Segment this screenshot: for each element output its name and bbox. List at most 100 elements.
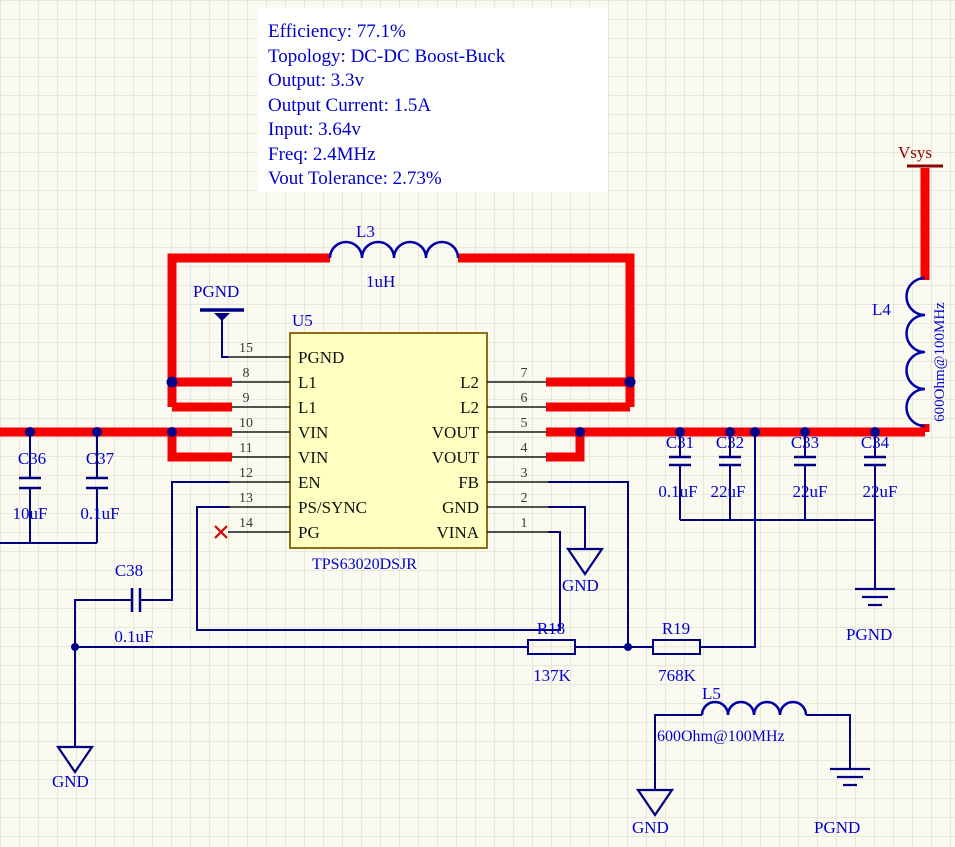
junction-dot: [725, 427, 735, 437]
inductor-l4[interactable]: L4 600Ohm@100MHz: [872, 276, 948, 428]
capacitor-value: 22uF: [793, 482, 828, 501]
capacitor-c36[interactable]: C36 10uF: [13, 449, 48, 523]
pin-name: GND: [442, 498, 479, 517]
junction-dot: [750, 427, 760, 437]
capacitor-c32[interactable]: C32 22uF: [711, 433, 746, 501]
capacitor-value: 0.1uF: [658, 482, 697, 501]
power-trace-l1-loop[interactable]: [167, 253, 330, 407]
pgnd-port-l5[interactable]: PGND: [814, 767, 870, 837]
inductor-coil: [328, 240, 460, 259]
note-line: Vout Tolerance: 2.73%: [268, 168, 442, 189]
net-label: Vsys: [898, 143, 932, 162]
resistor-value: 768K: [658, 666, 697, 685]
pin-number: 1: [521, 516, 528, 531]
net-label: GND: [52, 772, 89, 791]
note-line: Topology: DC-DC Boost-Buck: [268, 46, 506, 67]
junction-dot: [624, 376, 636, 388]
pin-number: 3: [521, 466, 528, 481]
gnd-port-l5[interactable]: GND: [632, 788, 675, 837]
junction-dot: [25, 427, 35, 437]
pin-name: VOUT: [432, 423, 480, 442]
pin-name: L2: [460, 398, 479, 417]
pin-name: VIN: [298, 423, 328, 442]
notes-block[interactable]: Efficiency: 77.1% Topology: DC-DC Boost-…: [258, 8, 608, 192]
capacitor-plates: [794, 455, 816, 467]
wire-pin2-gnd[interactable]: [548, 506, 586, 549]
wire-output-cap-return[interactable]: [680, 519, 876, 589]
gnd-triangle-icon: [635, 788, 675, 817]
pgnd-tick-icon: [214, 313, 230, 321]
resistor-r19[interactable]: R19 768K: [652, 619, 701, 685]
inductor-l3[interactable]: L3 1uH: [328, 222, 460, 291]
wire-c38-gnd[interactable]: [74, 599, 131, 747]
pin-name: L1: [298, 398, 317, 417]
power-trace-pin11[interactable]: [167, 432, 232, 462]
pin-number: 11: [239, 441, 252, 456]
pgnd-port-right[interactable]: PGND: [846, 587, 895, 644]
inductor-coil: [905, 276, 926, 428]
pin-number: 6: [521, 391, 528, 406]
power-wires: [0, 168, 930, 462]
wire-l5-gnd[interactable]: [654, 714, 702, 790]
ic-u5[interactable]: 15 8 9 10 11 12 13 14 7 6 5 4 3 2 1 PGND…: [228, 311, 550, 573]
pin-number: 12: [239, 466, 253, 481]
capacitor-c38[interactable]: C38 0.1uF: [114, 561, 153, 646]
ic-part-number: TPS63020DSJR: [312, 556, 417, 573]
resistor-designator: R19: [662, 619, 690, 638]
capacitor-c33[interactable]: C33 22uF: [791, 433, 828, 501]
junction-dot: [167, 427, 177, 437]
note-line: Efficiency: 77.1%: [268, 21, 406, 42]
pin-name: PS/SYNC: [298, 498, 367, 517]
junction-dot: [92, 427, 102, 437]
wire-pgnd-pin15[interactable]: [221, 316, 228, 358]
capacitor-plates: [864, 455, 886, 467]
power-trace-pin4[interactable]: [546, 432, 585, 462]
pin-name: EN: [298, 473, 321, 492]
resistor-designator: R18: [537, 619, 565, 638]
net-label: GND: [562, 576, 599, 595]
junction-dot: [575, 427, 585, 437]
note-line: Freq: 2.4MHz: [268, 144, 376, 165]
resistor-body: [527, 639, 576, 655]
wire-r19-vout[interactable]: [700, 432, 756, 648]
pin-name: VINA: [437, 523, 480, 542]
pgnd-port-top[interactable]: PGND: [193, 282, 244, 321]
resistor-r18[interactable]: R18 137K: [527, 619, 576, 685]
signal-wires: [0, 316, 876, 790]
wire-en-c38[interactable]: [141, 481, 230, 601]
inductor-l5[interactable]: L5 600Ohm@100MHz: [657, 684, 808, 745]
ic-body: [289, 332, 488, 549]
wire-pssync-vina[interactable]: [196, 506, 561, 631]
pin-name: PG: [298, 523, 320, 542]
junction-dot: [71, 643, 79, 651]
note-line: Input: 3.64v: [268, 119, 361, 140]
gnd-port-bottom-left[interactable]: GND: [52, 745, 95, 791]
capacitor-designator: C37: [86, 449, 115, 468]
inductor-value: 600Ohm@100MHz: [932, 302, 948, 422]
no-connect-marker[interactable]: [214, 525, 228, 539]
pin-name: FB: [458, 473, 479, 492]
note-line: Output: 3.3v: [268, 70, 365, 91]
inductor-designator: L4: [872, 300, 891, 319]
vsys-port[interactable]: Vsys: [898, 143, 943, 168]
capacitor-c31[interactable]: C31 0.1uF: [658, 433, 697, 501]
power-trace-l2-loop[interactable]: [458, 253, 635, 407]
pin-number: 13: [239, 491, 253, 506]
capacitor-c34[interactable]: C34 22uF: [861, 433, 898, 501]
capacitor-designator: C33: [791, 433, 819, 452]
wire-fb[interactable]: [548, 481, 629, 647]
pin-number: 9: [243, 391, 250, 406]
capacitor-value: 22uF: [863, 482, 898, 501]
capacitor-c37[interactable]: C37 0.1uF: [80, 449, 119, 523]
gnd-port-mid[interactable]: GND: [562, 547, 605, 595]
pin-number: 14: [239, 516, 253, 531]
resistor-value: 137K: [533, 666, 572, 685]
wire-l5-pgnd[interactable]: [806, 714, 851, 769]
pin-name: L2: [460, 373, 479, 392]
pin-number: 10: [239, 416, 253, 431]
pin-number: 5: [521, 416, 528, 431]
inductor-designator: L5: [702, 684, 721, 703]
pin-number: 4: [521, 441, 528, 456]
pin-name: PGND: [298, 348, 344, 367]
junction-dot: [800, 427, 810, 437]
